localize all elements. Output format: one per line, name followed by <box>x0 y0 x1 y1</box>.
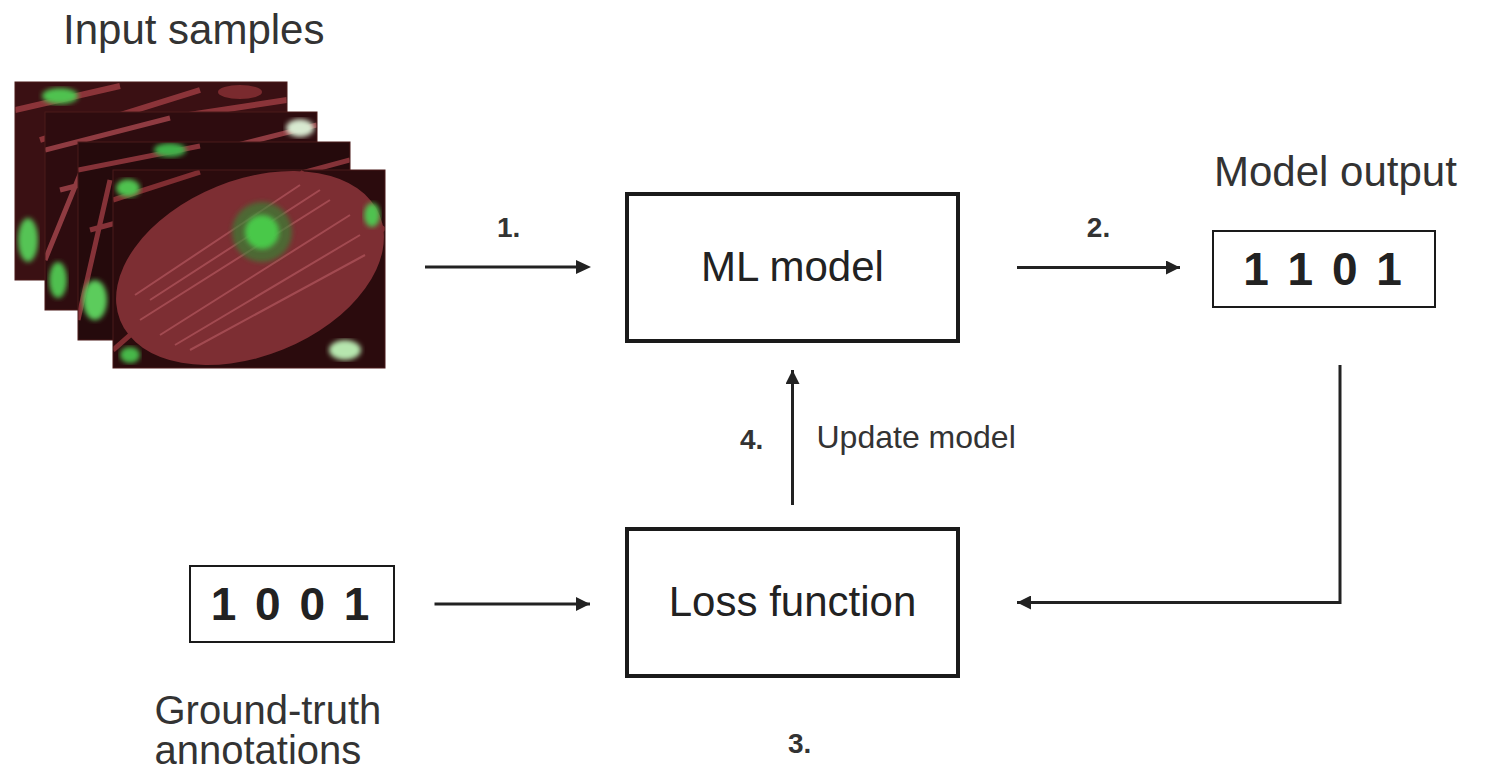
red-cell <box>218 85 262 99</box>
step-number: 4. <box>740 424 763 456</box>
flow-arrow <box>1017 266 1180 269</box>
image-frame <box>113 170 385 368</box>
edge-label: 2. <box>1085 212 1112 244</box>
flow-arrow <box>435 603 591 606</box>
bright-cell <box>286 119 314 137</box>
bright-cell <box>329 340 361 360</box>
green-cell <box>364 203 380 227</box>
micrograph-image <box>113 170 385 368</box>
arrow-head <box>576 260 591 274</box>
cell-striation <box>135 185 365 350</box>
step-number: 3. <box>788 728 811 760</box>
node-text: Loss function <box>669 578 917 626</box>
flow-arrow <box>791 370 794 505</box>
node-text: 1 1 0 1 <box>1243 243 1405 296</box>
green-cell <box>42 88 78 104</box>
step-number: 1. <box>497 212 520 244</box>
green-cell <box>116 179 140 197</box>
edge-label: Update model <box>815 419 1018 456</box>
green-cell <box>154 143 186 157</box>
green-cell <box>49 262 67 298</box>
node-caption: Model output <box>1214 148 1484 196</box>
input-arrow <box>425 266 578 269</box>
node-text: 1 0 0 1 <box>211 578 373 631</box>
process-box: ML model <box>625 192 960 343</box>
nucleus-halo <box>232 202 292 262</box>
green-cell <box>120 347 140 363</box>
large-cell <box>113 170 385 368</box>
flow-arrow <box>1017 365 1340 603</box>
green-cell <box>83 280 107 320</box>
green-cell <box>18 218 38 262</box>
node-text: ML model <box>701 243 884 291</box>
annotation-vector-box: 1 0 0 1Ground-truth annotations <box>189 565 395 643</box>
section-title: Input samples <box>63 6 324 54</box>
cell-nucleus <box>245 215 279 249</box>
node-caption: Ground-truth annotations <box>155 690 455 770</box>
process-box: Loss function <box>625 527 960 678</box>
output-vector-box: Model output1 1 0 1 <box>1212 230 1436 308</box>
